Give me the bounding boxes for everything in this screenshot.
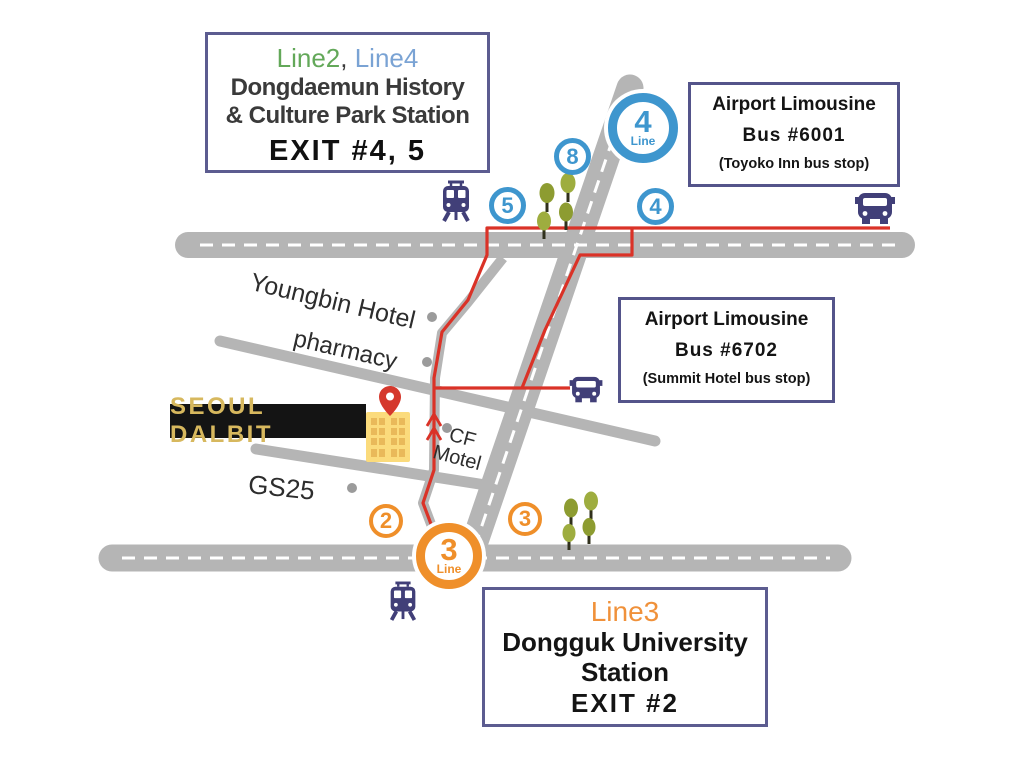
line4-station-badge: 4 Line — [608, 93, 678, 163]
bus-6702-title: Airport Limousine — [644, 309, 809, 330]
station-lines: Line2, Line4 — [208, 43, 487, 74]
bus-icon — [569, 376, 603, 403]
route-direction-arrows — [425, 411, 443, 441]
landmark-dots — [347, 312, 452, 493]
hotel-dot — [427, 312, 437, 322]
cf-motel-dot — [442, 423, 452, 433]
line4-word: Line — [630, 134, 656, 149]
exit-circle-3: 3 — [508, 502, 542, 536]
gs25-street — [250, 443, 498, 492]
bus-6702-number: Bus #6702 — [674, 340, 778, 361]
route-from-toyoko-bus-stop — [421, 226, 890, 553]
bus-6001-number: Bus #6001 — [742, 125, 846, 146]
tree-icon — [582, 518, 596, 544]
line4-text: Line4 — [354, 43, 419, 73]
tree-icon — [584, 491, 598, 519]
station-name-line2: & Culture Park Station — [225, 102, 470, 130]
line4-number: 4 — [634, 103, 652, 139]
station-name-line1: Dongdaemun History — [230, 74, 465, 101]
bus-6702-box: Airport Limousine Bus #6702 (Summit Hote… — [618, 297, 835, 403]
bus-icon — [855, 193, 895, 224]
location-pin-icon — [379, 386, 401, 416]
bus-6702-stop: (Summit Hotel bus stop) — [642, 371, 811, 387]
bus-6001-stop: (Toyoko Inn bus stop) — [718, 156, 870, 172]
destination-label: SEOUL DALBIT — [170, 393, 366, 448]
exit-circle-4: 4 — [637, 188, 674, 225]
tree-icon — [559, 202, 573, 230]
tree-icon — [564, 498, 578, 526]
line3-station-badge: 3 Line — [416, 523, 482, 589]
line2-text: Line2 — [276, 43, 341, 73]
metro-train-icon — [389, 581, 417, 621]
diagonal-road-centerline — [472, 96, 629, 550]
exit-circle-2: 2 — [369, 504, 403, 538]
dongguk-name-line2: Station — [580, 656, 670, 687]
tree-icon — [537, 211, 551, 239]
exit-circle-8: 8 — [554, 138, 591, 175]
pharmacy-dot — [422, 357, 432, 367]
gs25-dot — [347, 483, 357, 493]
metro-train-icon — [442, 180, 470, 222]
building-icon — [366, 412, 410, 462]
tree-icon — [539, 183, 555, 212]
trees-bottom — [562, 491, 598, 550]
station-exit: EXIT #4, 5 — [268, 134, 426, 167]
route-along-diagonal-road — [520, 228, 634, 389]
dongguk-station-box: Line3 Dongguk University Station EXIT #2 — [482, 587, 768, 727]
line3-text: Line3 — [590, 596, 660, 627]
tree-icon — [562, 524, 576, 550]
line3-number: 3 — [440, 531, 458, 567]
dongguk-exit: EXIT #2 — [571, 687, 679, 718]
bus-6001-title: Airport Limousine — [712, 94, 876, 115]
bus-6001-box: Airport Limousine Bus #6001 (Toyoko Inn … — [688, 82, 900, 187]
trees-top — [537, 173, 576, 239]
exit-circle-5: 5 — [489, 187, 526, 224]
comma-text: , — [340, 43, 355, 73]
tree-icon — [560, 173, 576, 202]
dongdaemun-station-box: Line2, Line4 Dongdaemun History & Cultur… — [205, 32, 490, 173]
line3-word: Line — [436, 562, 462, 577]
dongguk-name-line1: Dongguk University — [502, 627, 748, 657]
